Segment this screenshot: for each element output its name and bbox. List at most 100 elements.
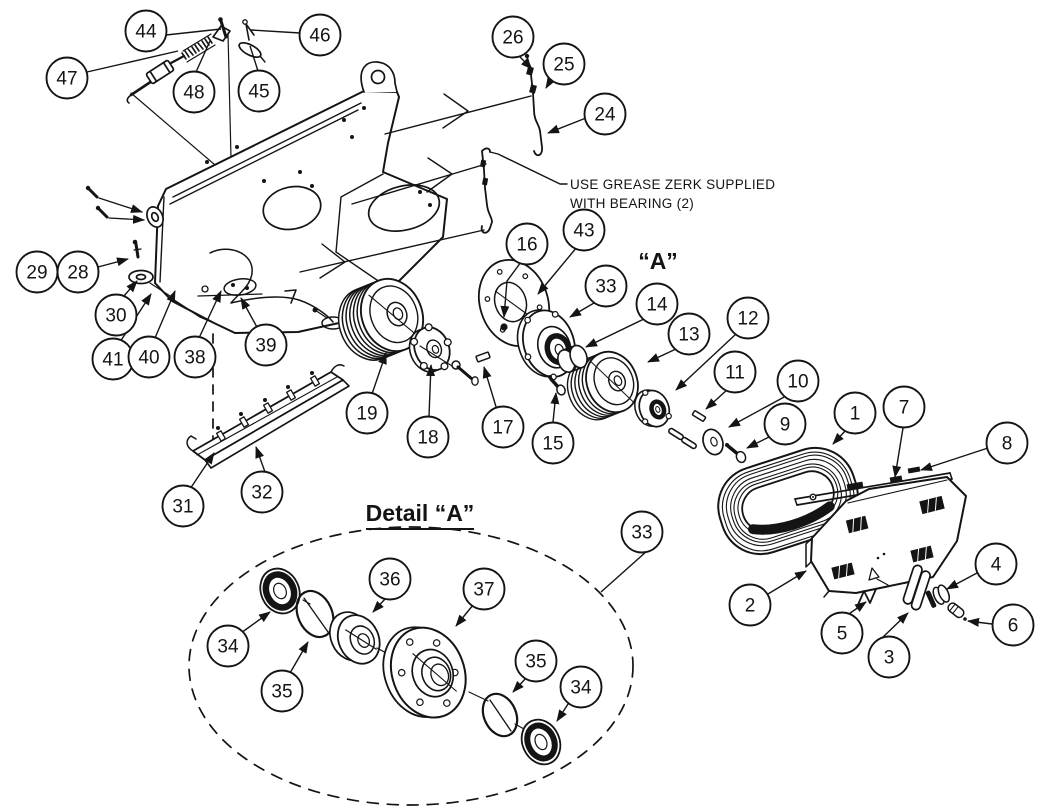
leader-10 [728,395,787,428]
large-pulley [337,277,425,361]
callout-number-7: 7 [899,398,910,419]
callout-circle-17 [481,405,525,449]
leader-44 [165,28,222,36]
belt-shield [794,466,967,598]
callout-15: 15 [531,421,575,465]
callout-number-37: 37 [473,580,494,601]
callout-number-47: 47 [56,69,77,90]
callout-32: 32 [240,470,284,514]
callout-number-39: 39 [255,336,276,357]
callout-number-35a: 35 [271,682,292,703]
scraper-blade [186,364,350,469]
leader-46 [250,29,301,34]
leader-19 [371,352,387,395]
leader-36 [372,597,387,613]
callout-29: 29 [15,250,59,294]
main-frame-weldment [130,32,448,334]
bearing-cone [329,611,381,665]
callout-33a: 33 [584,264,628,308]
callout-number-44: 44 [135,22,157,43]
callout-35b: 35 [514,639,558,683]
callout-number-41: 41 [102,350,123,371]
callout-circle-28 [56,250,100,294]
leader-45 [249,45,259,72]
mount-post [902,564,931,611]
washer [702,428,724,456]
callout-number-3: 3 [884,648,895,669]
callout-48: 48 [172,70,216,114]
snap-ring-left [295,589,335,639]
callout-10: 10 [776,359,820,403]
callout-circle-9 [763,402,807,446]
callout-circle-34a [206,624,250,668]
callout-circle-40 [127,335,171,379]
callout-number-11: 11 [725,363,745,384]
callout-circle-5 [820,611,864,655]
shield-mount-parts [856,564,967,621]
callout-circle-8 [985,421,1029,465]
callout-number-9: 9 [780,415,791,436]
callout-number-6: 6 [1008,616,1019,637]
callout-circle-46 [298,13,342,57]
washer-stack [925,584,951,608]
callout-18: 18 [406,415,450,459]
callout-37: 37 [462,567,506,611]
callout-number-40: 40 [138,348,159,369]
detail-a-title: Detail “A” [366,500,475,526]
clevis-pin [219,19,228,39]
callout-circle-45 [237,69,281,113]
callout-number-33a: 33 [595,277,616,298]
leader-17 [482,366,498,411]
callout-circle-4 [974,542,1018,586]
callout-34a: 34 [206,624,250,668]
callout-circle-24 [583,92,627,136]
callout-30: 30 [94,293,138,337]
leader-14 [585,317,647,348]
callout-43: 43 [562,208,606,252]
callout-number-2: 2 [745,596,756,617]
callout-17: 17 [481,405,525,449]
callout-31: 31 [161,484,205,528]
callout-number-28: 28 [67,263,88,284]
callout-circle-14 [635,282,679,326]
callout-2: 2 [728,583,772,627]
callout-number-35b: 35 [525,652,546,673]
callout-number-16: 16 [516,235,537,256]
callout-number-43: 43 [573,221,594,242]
callout-number-13: 13 [678,325,699,346]
callout-circle-44 [124,9,168,53]
leader-12 [675,333,737,391]
callout-number-1: 1 [850,404,861,425]
leader-30 [122,280,138,298]
callout-circle-26 [491,15,535,59]
callout-26: 26 [491,15,535,59]
leader-11 [705,388,729,410]
callout-11: 11 [713,350,757,394]
callout-number-26: 26 [502,28,523,49]
callout-46: 46 [298,13,342,57]
leader-38 [198,290,222,339]
callout-circle-10 [776,359,820,403]
leader-31 [189,452,215,490]
callout-9: 9 [763,402,807,446]
leader-9 [746,435,772,449]
callout-34b: 34 [559,665,603,709]
snap-ring-right [481,692,519,738]
leader-35a [289,641,309,674]
callout-circle-3 [867,635,911,679]
callout-47: 47 [45,56,89,100]
detail-a-inset [188,526,634,806]
link-strap [238,41,262,59]
callout-circle-33b [620,510,664,554]
callout-number-18: 18 [417,428,438,449]
callout-12: 12 [726,296,770,340]
callout-45: 45 [237,69,281,113]
callout-circle-15 [531,421,575,465]
bushing [557,344,588,373]
callout-number-25: 25 [553,55,574,76]
callout-number-31: 31 [172,497,193,518]
callout-number-19: 19 [356,404,377,425]
callout-number-36: 36 [379,570,400,591]
callout-number-10: 10 [787,372,808,393]
